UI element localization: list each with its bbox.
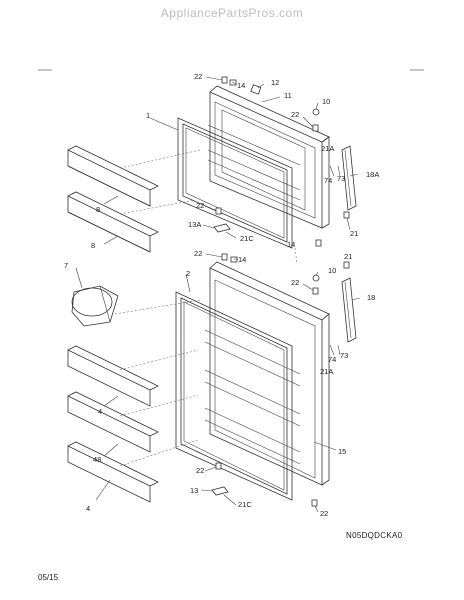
lower-bushing-22 xyxy=(312,287,319,295)
callout-22-bot: 22 xyxy=(196,466,204,475)
callout-22-mid: 22 xyxy=(194,249,202,258)
callout-14-mid: 14 xyxy=(287,240,295,249)
site-watermark: AppliancePartsPros.com xyxy=(160,6,304,20)
hinge-plug-10 xyxy=(312,108,320,116)
callout-22c: 22 xyxy=(196,201,204,210)
callout-73: 73 xyxy=(337,174,345,183)
callout-22: 22 xyxy=(194,72,202,81)
callout-18-mid: 18 xyxy=(367,293,375,302)
hinge-13 xyxy=(211,486,229,496)
callout-21c-bot: 21C xyxy=(238,500,252,509)
callout-48: 48 xyxy=(93,455,101,464)
freezer-door-assembly xyxy=(177,76,357,249)
callout-21c: 21C xyxy=(240,234,254,243)
pin-21 xyxy=(343,211,350,219)
callout-7: 7 xyxy=(64,261,68,270)
callout-14b-mid: 14 xyxy=(238,255,246,264)
hinge-13a xyxy=(213,223,231,233)
hinge-cover-12 xyxy=(250,84,262,95)
page-date: 05/15 xyxy=(38,573,59,582)
bottom-bushing-22 xyxy=(215,207,222,215)
bushing-22b xyxy=(312,124,319,132)
callout-13: 13 xyxy=(190,486,198,495)
callout-74-mid: 74 xyxy=(328,355,336,364)
fresh-food-door-gasket xyxy=(175,291,293,501)
callout-11: 11 xyxy=(284,91,292,100)
door-shelf-4-upper xyxy=(67,349,151,407)
lower-hinge-pin-14 xyxy=(230,256,238,263)
callout-18a: 18A xyxy=(366,170,379,179)
door-shelf-48 xyxy=(67,395,151,453)
bottom-spacer-22 xyxy=(311,499,318,507)
callout-15: 15 xyxy=(338,447,346,456)
freezer-shelf-lower xyxy=(67,195,151,253)
diagram-reference-code: N05DQDCKA0 xyxy=(346,531,403,540)
callout-8b: 8 xyxy=(91,241,95,250)
callout-22b-mid: 22 xyxy=(291,278,299,287)
callout-21-mid: 21 xyxy=(344,252,352,261)
lower-hinge-bushing-22 xyxy=(221,253,228,261)
callout-1: 1 xyxy=(146,111,150,120)
freezer-handle-18a xyxy=(341,145,357,211)
fresh-food-handle-18 xyxy=(341,277,357,343)
callout-8a: 8 xyxy=(96,205,100,214)
lower-plug-10 xyxy=(312,274,320,282)
callout-22b: 22 xyxy=(291,110,299,119)
callout-21a-mid: 21A xyxy=(320,367,333,376)
leader-lines xyxy=(75,76,361,513)
lower-bottom-bushing-22 xyxy=(215,462,222,470)
fresh-food-door-assembly xyxy=(175,253,357,507)
callout-21a: 21A xyxy=(321,144,334,153)
freezer-door-gasket xyxy=(177,117,293,249)
callout-13a: 13A xyxy=(188,220,201,229)
freezer-door-shelves xyxy=(67,145,201,253)
callout-10: 10 xyxy=(322,97,330,106)
callout-21: 21 xyxy=(350,229,358,238)
callout-2: 2 xyxy=(186,269,190,278)
fresh-food-door-panel xyxy=(209,267,323,486)
callout-73-mid: 73 xyxy=(340,351,348,360)
callout-12: 12 xyxy=(271,78,279,87)
dairy-container-7 xyxy=(71,285,119,327)
callout-4a: 4 xyxy=(98,407,102,416)
callout-74: 74 xyxy=(324,176,332,185)
callout-10-mid: 10 xyxy=(328,266,336,275)
spacer-22 xyxy=(315,239,322,247)
freezer-shelf-upper xyxy=(67,149,151,207)
callout-14: 14 xyxy=(237,81,245,90)
callout-22b-bot: 22 xyxy=(320,509,328,518)
lower-pin-21 xyxy=(343,261,350,269)
fresh-food-door-shelves xyxy=(67,299,201,503)
hinge-bushing-22 xyxy=(221,76,228,84)
door-shelf-4-lower xyxy=(67,445,151,503)
callout-4b: 4 xyxy=(86,504,90,513)
